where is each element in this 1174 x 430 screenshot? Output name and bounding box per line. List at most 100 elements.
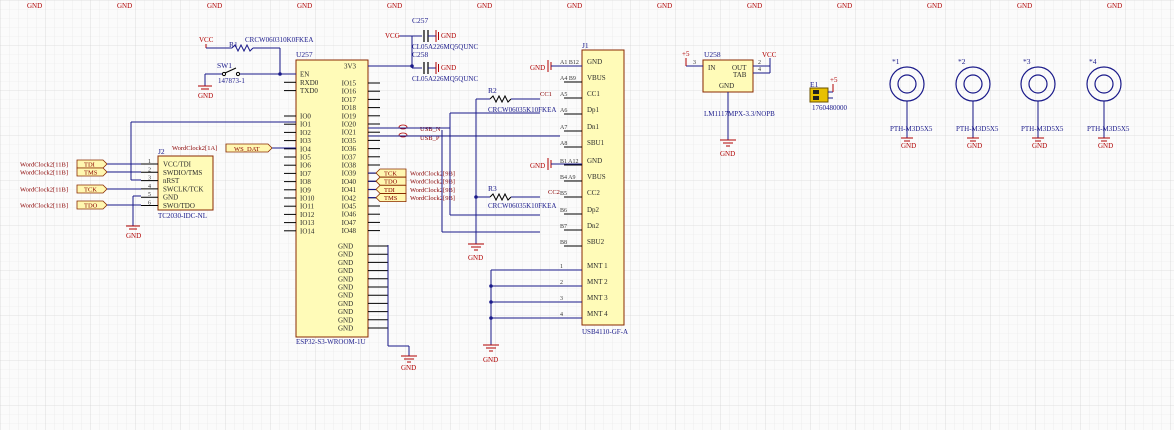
j1-pin-number: B6 xyxy=(560,208,567,214)
vcc-label-c257: VCC xyxy=(385,32,400,40)
u257-pin-label: IO5 xyxy=(300,154,311,162)
j1-pin-label: Dp2 xyxy=(587,206,600,214)
u257-pin-label: IO2 xyxy=(300,129,311,137)
r1-value: CRCW060310K0FKEA xyxy=(245,36,313,44)
u257-pin-label: IO8 xyxy=(300,178,311,186)
ws-dat-port: WordClock2[1A] WS_DAT xyxy=(172,143,296,153)
svg-text:1: 1 xyxy=(148,159,151,165)
j1-pin-number: 4 xyxy=(560,312,563,318)
j1-ref: J1 xyxy=(582,41,589,50)
svg-text:4: 4 xyxy=(148,184,151,190)
jtag-port-net: WordClock2[9B] xyxy=(410,195,455,202)
vcc-label-r1: VCC xyxy=(199,36,214,44)
svg-text:4: 4 xyxy=(758,67,761,73)
j1-pin-label: SBU2 xyxy=(587,238,605,246)
svg-text:6: 6 xyxy=(148,201,151,207)
mounting-holes: *1PTH-M3D5X5GND*2PTH-M3D5X5GND*3PTH-M3D5… xyxy=(889,57,1130,150)
j2-pin-label: SWDIO/TMS xyxy=(163,169,202,177)
hole-ref: *3 xyxy=(1023,57,1031,66)
j1-gnd2-label: GND xyxy=(530,162,545,170)
svg-text:2: 2 xyxy=(148,167,151,173)
j1-pin-label: GND xyxy=(587,157,602,165)
e1-value: 1760480000 xyxy=(812,104,848,112)
u257-pin-label: IO16 xyxy=(342,88,357,96)
cc1-label: CC1 xyxy=(540,91,552,98)
u257-pin-label: IO1 xyxy=(300,121,311,129)
sw1-switch[interactable]: SW1 147873-1 GND xyxy=(198,61,280,100)
r1-resistor[interactable]: VCC R1 CRCW060310K0FKEA xyxy=(199,36,313,76)
u258-pin-out: OUT xyxy=(732,64,747,72)
u257-pin-label: IO11 xyxy=(300,203,315,211)
ws-dat-name: WS_DAT xyxy=(234,146,260,153)
u257-gnd-pin: GND xyxy=(338,325,353,333)
cc2-label: CC2 xyxy=(548,189,560,196)
jtag-port-name: TMS xyxy=(384,195,398,202)
j1-pin-number: A6 xyxy=(560,108,567,114)
u257-pin-label: IO10 xyxy=(300,195,315,203)
r3-resistor[interactable]: R3 CRCW06035K10FKEA CC2 GND xyxy=(468,184,560,262)
j1-pin-label: Dp1 xyxy=(587,106,600,114)
hole-gnd-label: GND xyxy=(1032,142,1047,150)
j1-pin-label: CC2 xyxy=(587,189,600,197)
u257-pin-label: IO13 xyxy=(300,219,315,227)
j1-pin-label: MNT 3 xyxy=(587,294,608,302)
j2-wiring: GND xyxy=(126,121,296,240)
grid-gnd-label: GND xyxy=(387,2,402,10)
j2-pin-label: SWCLK/TCK xyxy=(163,185,203,193)
u257-pin-label: IO18 xyxy=(342,104,357,112)
j1-pin-number: 2 xyxy=(560,280,563,286)
j2-port-name: TDI xyxy=(84,162,95,169)
svg-text:2: 2 xyxy=(758,60,761,66)
hole-value: PTH-M3D5X5 xyxy=(956,125,999,133)
u258-regulator[interactable]: U258 IN OUT TAB GND LM1117MPX-3.3/NOPB +… xyxy=(682,50,777,158)
u257-pin-label: IO42 xyxy=(342,194,357,202)
hole-ref: *1 xyxy=(892,57,900,66)
u257-gnd-pin: GND xyxy=(338,267,353,275)
r2-resistor[interactable]: R2 CRCW06035K10FKEA CC1 xyxy=(475,86,556,244)
u257-pin-label: IO48 xyxy=(342,227,357,235)
u257-esp32[interactable]: U257 ESP32-S3-WROOM-1U ENRXD0TXD0IO0IO1I… xyxy=(284,50,388,346)
u257-gnd-pin: GND xyxy=(338,259,353,267)
jtag-port-name: TDI xyxy=(384,187,395,194)
j1-pin-number: 3 xyxy=(560,296,563,302)
j2-port-net: WordClock2[11B] xyxy=(20,170,68,177)
j1-pin-label: MNT 2 xyxy=(587,278,608,286)
j2-port-net: WordClock2[11B] xyxy=(20,203,68,210)
u257-pin-label: EN xyxy=(300,71,309,79)
u257-pin-label: IO3 xyxy=(300,137,311,145)
grid-gnd-label: GND xyxy=(747,2,762,10)
u257-gnd-pin: GND xyxy=(338,292,353,300)
u257-pin-label: IO41 xyxy=(342,186,357,194)
hole-gnd-label: GND xyxy=(1098,142,1113,150)
c257-capacitor[interactable]: C257 CL05A226MQ5QUNC GND xyxy=(412,16,478,51)
grid-gnd-label: GND xyxy=(297,2,312,10)
u257-gnd-pin: GND xyxy=(338,300,353,308)
jtag-port-net: WordClock2[9B] xyxy=(410,179,455,186)
r3-ref: R3 xyxy=(488,184,497,193)
c258-gnd-label: GND xyxy=(441,64,456,72)
jtag-port-net: WordClock2[9B] xyxy=(410,187,455,194)
j2-port-name: TCK xyxy=(84,187,97,194)
c258-capacitor[interactable]: C258 CL05A226MQ5QUNC GND xyxy=(412,50,478,83)
j1-pin-label: GND xyxy=(587,58,602,66)
u257-ref: U257 xyxy=(296,50,313,59)
u257-pin-label: IO0 xyxy=(300,113,311,121)
u257-gnd-pin: GND xyxy=(338,284,353,292)
c257-gnd-label: GND xyxy=(441,32,456,40)
usb-nets: USB_N USB_P xyxy=(368,112,560,233)
u257-pin-label: TXD0 xyxy=(300,87,318,95)
usb-n-label: USB_N xyxy=(420,126,441,133)
u257-pin-label: IO12 xyxy=(300,211,315,219)
u257-pin-label: IO47 xyxy=(342,219,357,227)
u257-pin-label: IO14 xyxy=(300,227,315,235)
hole-ref: *2 xyxy=(958,57,966,66)
u257-pin-label: IO4 xyxy=(300,145,311,153)
jtag-port-name: TDO xyxy=(384,179,398,186)
c257-ref: C257 xyxy=(412,16,429,25)
j2-gnd-label: GND xyxy=(126,232,141,240)
j1-gnd1-label: GND xyxy=(530,64,545,72)
e1-terminal[interactable]: E1 +5 1760480000 xyxy=(809,76,848,112)
